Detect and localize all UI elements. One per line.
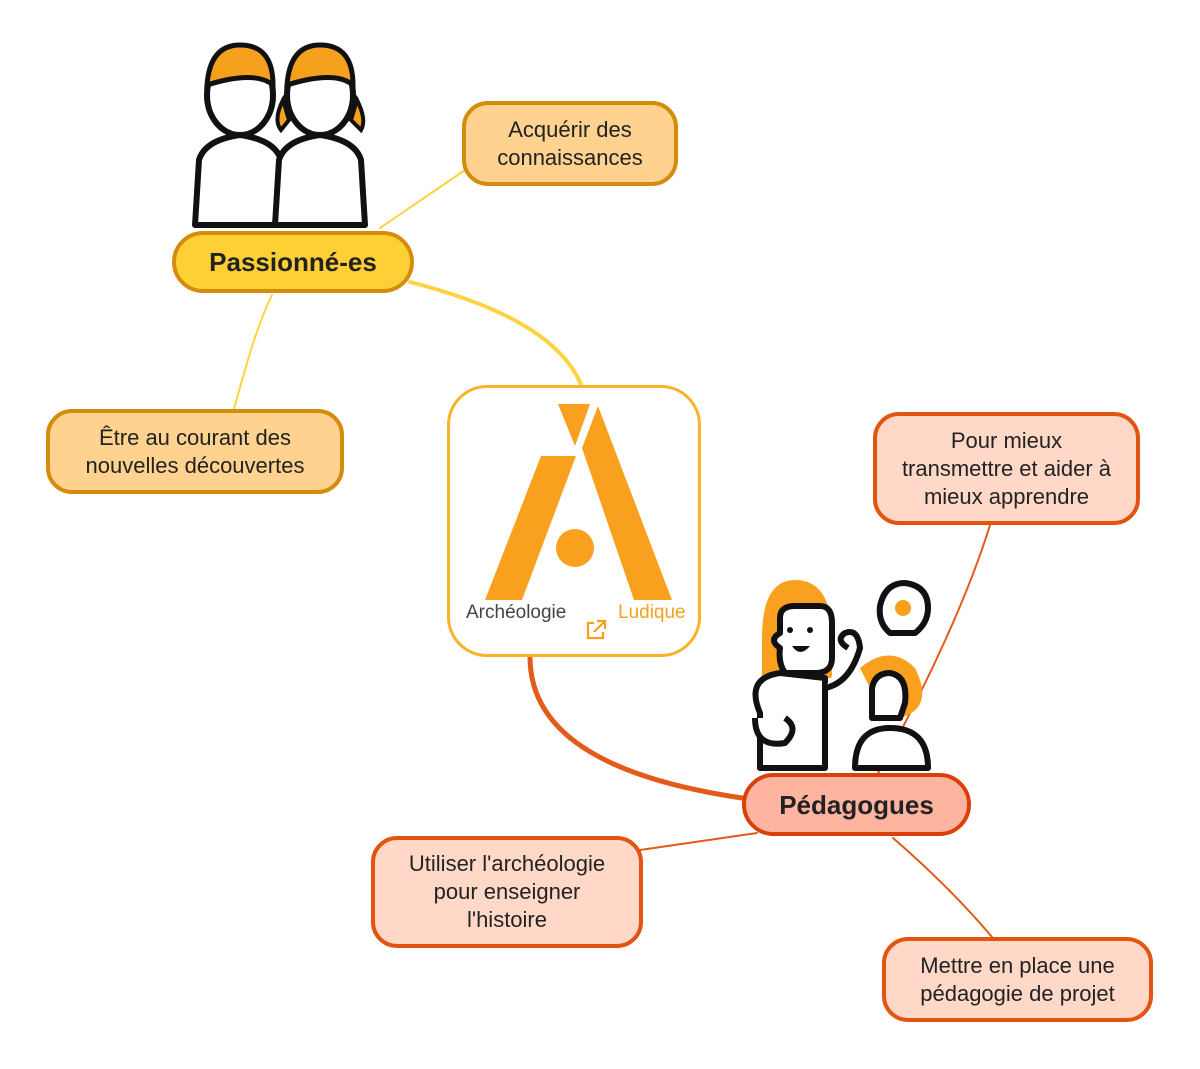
node-acquerir[interactable]: Acquérir des connaissances [462,101,678,186]
edge-pedagogues-mettre [892,837,993,938]
edge-passionnes-acquerir [379,169,466,229]
branch-passionnes[interactable]: Passionné-es [172,231,414,293]
archeologie-ludique-logo [485,404,672,600]
edge-passionnes-etre [233,294,273,410]
central-logo-node[interactable]: Archéologie Ludique [447,385,701,657]
logo-text-archeologie: Archéologie [466,602,567,623]
teacher-student-icon [752,580,931,771]
branch-pedagogues[interactable]: Pédagogues [742,773,971,836]
edge-pedagogues-utiliser [639,832,758,851]
logo-text-ludique: Ludique [618,602,686,623]
external-link-icon[interactable] [584,618,608,642]
edge-center-passionnes [408,280,584,389]
node-utiliser-archeologie[interactable]: Utiliser l'archéologie pour enseigner l'… [371,836,643,948]
node-mettre-en-place[interactable]: Mettre en place une pédagogie de projet [882,937,1153,1022]
children-icon [192,42,368,228]
node-pour-mieux-transmettre[interactable]: Pour mieux transmettre et aider à mieux … [873,412,1140,525]
node-etre-au-courant[interactable]: Être au courant des nouvelles découverte… [46,409,344,494]
edge-center-pedagogues [527,654,745,801]
